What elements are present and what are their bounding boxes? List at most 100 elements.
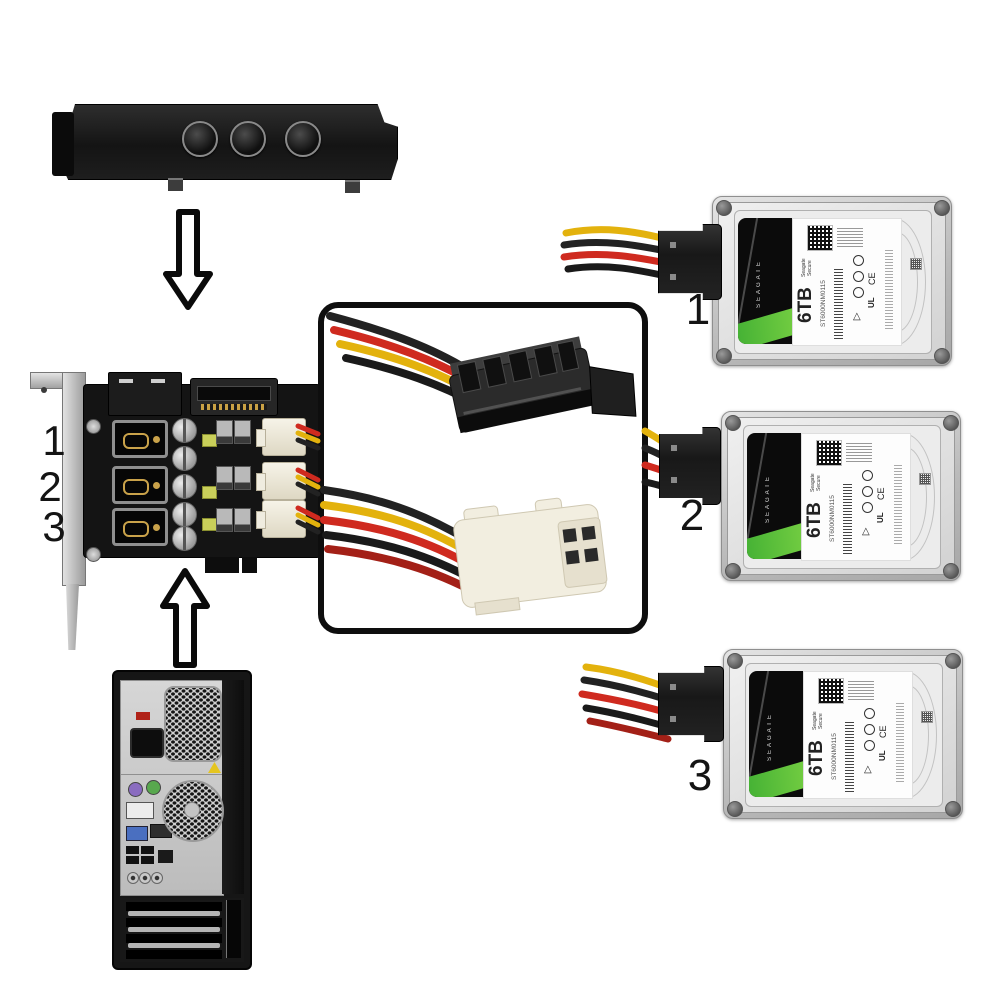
status-led-3: [202, 518, 217, 531]
seagate-label-swoosh: SEAGATE: [749, 671, 803, 797]
ul-mark: UL: [867, 297, 876, 309]
barcode-icon: [845, 722, 854, 792]
hdd-photo-2: SEAGATE Seagate Secure 6TB ST6000NM0115 …: [721, 411, 961, 581]
ul-mark: UL: [876, 512, 885, 524]
model-number-text: ST6000NM0115: [829, 495, 836, 543]
certification-circle-icon: [864, 740, 875, 751]
certification-circle-icon: [864, 708, 875, 719]
recycle-icon: △: [862, 526, 870, 537]
audio-jack: [127, 872, 139, 884]
label-fine-print: [896, 702, 904, 782]
pcb-edge-tab: [242, 557, 257, 573]
ac-power-inlet: [130, 728, 164, 758]
bracket-tab: [168, 178, 183, 191]
slot-cover: [128, 927, 220, 932]
small-code-icon: [921, 711, 933, 723]
screw-icon: [86, 419, 101, 434]
recycle-icon: △: [853, 311, 861, 322]
screw-icon: [943, 415, 959, 431]
smd-component: [216, 508, 233, 532]
card-bracket-hook: [30, 372, 66, 393]
audio-jack: [151, 872, 163, 884]
panel-divider: [120, 774, 222, 775]
model-number-text: ST6000NM0115: [820, 280, 827, 328]
capacitor-icon: [172, 502, 197, 527]
smd-component: [234, 508, 251, 532]
label-fine-print: [837, 227, 863, 247]
slot-opening: [126, 950, 222, 959]
ps2-keyboard-port: [146, 780, 161, 795]
switch-port-3: [112, 508, 168, 546]
ce-mark: CE: [867, 272, 877, 286]
usb-port: [126, 846, 139, 854]
certification-circle-icon: [862, 470, 873, 481]
smd-component: [216, 420, 233, 444]
ps2-mouse-port: [128, 782, 143, 797]
power-button-1-icon: [182, 121, 218, 157]
case-fan-grille: [162, 780, 224, 842]
small-code-icon: [919, 473, 931, 485]
vga-port: [126, 826, 148, 841]
sata-power-plug-3: [658, 666, 724, 742]
audio-jack: [139, 872, 151, 884]
slot-cover: [128, 943, 220, 948]
ul-mark: UL: [878, 750, 887, 762]
sata-power-plug-2: [659, 427, 721, 505]
capacitor-icon: [172, 474, 197, 499]
ce-mark: CE: [878, 725, 888, 739]
certification-circle-icon: [862, 502, 873, 513]
screw-icon: [86, 547, 101, 562]
qr-code-icon: [807, 225, 833, 251]
certification-circle-icon: [864, 724, 875, 735]
power-cable-drive-3: [578, 663, 672, 743]
seagate-label-swoosh: SEAGATE: [738, 218, 792, 344]
power-button-3-icon: [285, 121, 321, 157]
header-block: [108, 372, 182, 416]
sata-socket-pins: [201, 404, 267, 410]
screw-icon: [716, 348, 732, 364]
expansion-slots: [120, 898, 244, 962]
control-card-photo: [28, 362, 338, 658]
arrow-down-icon: [163, 209, 213, 310]
screw-icon: [934, 348, 950, 364]
seagate-brand-text: SEAGATE: [767, 712, 773, 762]
slot-opening: [126, 918, 222, 927]
status-led-2: [202, 486, 217, 499]
hdd-label: Seagate Secure 6TB ST6000NM0115 CE UL △: [801, 433, 911, 561]
label-fine-print: [885, 249, 893, 329]
recycle-icon: △: [864, 764, 872, 775]
screw-icon: [725, 563, 741, 579]
seagate-brand-text: SEAGATE: [765, 474, 771, 524]
card-port-number-3: 3: [42, 503, 66, 550]
smd-component: [216, 466, 233, 490]
drive-number-label-1: 1: [685, 285, 711, 334]
voltage-switch: [136, 712, 150, 720]
slot-opening: [126, 934, 222, 943]
bracket-end-cap: [52, 112, 74, 176]
screw-icon: [945, 653, 961, 669]
ethernet-port: [158, 850, 173, 863]
dvi-port: [126, 802, 154, 819]
bracket-bar: [58, 104, 398, 180]
status-led-1: [202, 434, 217, 447]
hdd-photo-3: SEAGATE Seagate Secure 6TB ST6000NM0115 …: [723, 649, 963, 819]
smd-component: [234, 420, 251, 444]
smd-component: [234, 466, 251, 490]
screw-icon: [934, 200, 950, 216]
sata-power-plug-1: [658, 224, 722, 300]
cable-detail-inset: [318, 302, 648, 634]
switch-bracket-photo: [52, 98, 400, 193]
screw-icon: [943, 563, 959, 579]
bracket-tab: [345, 180, 360, 193]
fan-hub: [184, 802, 200, 818]
output-connector-3: [256, 500, 306, 538]
qr-code-icon: [816, 440, 842, 466]
capacity-text: 6TB: [806, 740, 827, 776]
small-code-icon: [910, 258, 922, 270]
card-bracket-tail: [66, 584, 79, 650]
hdd-photo-1: SEAGATE Seagate Secure 6TB ST6000NM0115 …: [712, 196, 952, 366]
slot-cover: [128, 911, 220, 916]
card-port-number-1: 1: [42, 417, 66, 464]
seagate-green-stripe: [749, 759, 803, 797]
